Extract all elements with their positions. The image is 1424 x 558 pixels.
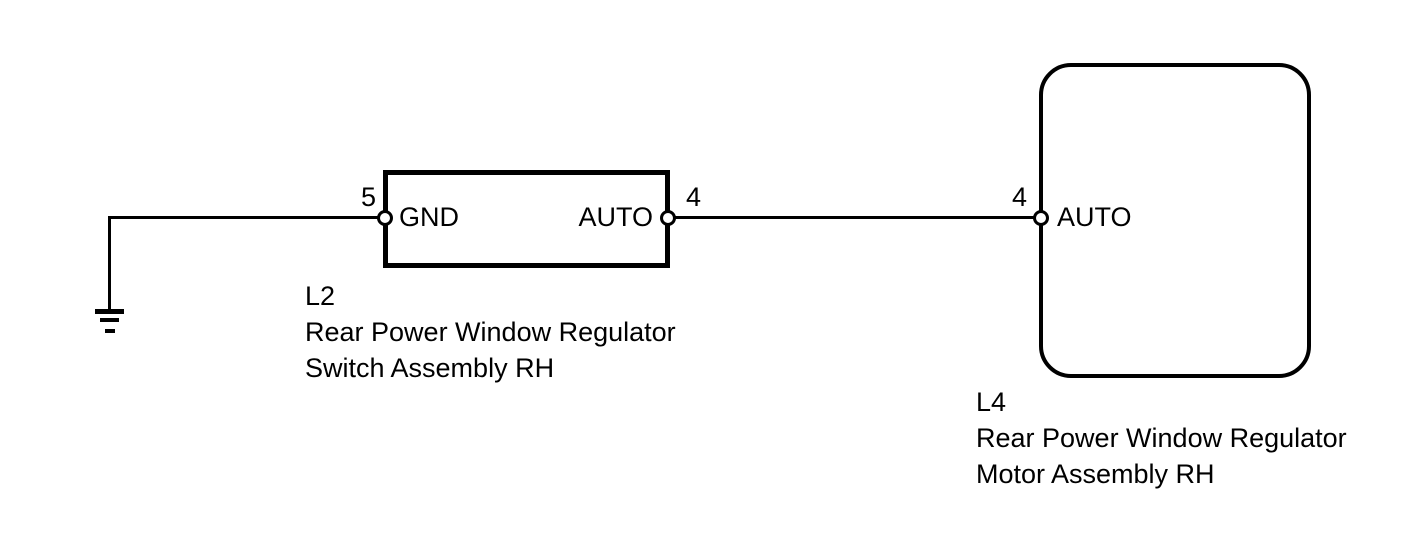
component-name-l2-line1: Rear Power Window Regulator bbox=[305, 317, 676, 347]
ground-bar-short bbox=[105, 329, 115, 333]
component-name-l4-line1: Rear Power Window Regulator bbox=[976, 423, 1347, 453]
pin-terminal-l4-auto bbox=[1033, 210, 1049, 226]
ground-bar-medium bbox=[100, 318, 119, 322]
pin-label-l2-auto: AUTO bbox=[578, 202, 653, 232]
component-code-l4: L4 bbox=[976, 387, 1007, 417]
ground-bar-long bbox=[95, 309, 124, 314]
wire-auto-connection bbox=[668, 216, 1041, 219]
pin-label-l4-auto: AUTO bbox=[1057, 202, 1132, 232]
pin-label-l2-gnd: GND bbox=[399, 202, 459, 232]
wire-ground-horizontal bbox=[109, 216, 386, 219]
pin-terminal-l2-auto bbox=[660, 210, 676, 226]
component-code-l2: L2 bbox=[305, 281, 336, 311]
component-caption-l4: L4 Rear Power Window Regulator Motor Ass… bbox=[976, 384, 1347, 492]
component-name-l4-line2: Motor Assembly RH bbox=[976, 459, 1215, 489]
pin-number-l2-auto: 4 bbox=[686, 182, 702, 212]
component-name-l2-line2: Switch Assembly RH bbox=[305, 353, 555, 383]
pin-number-l4-auto: 4 bbox=[1011, 182, 1027, 212]
component-caption-l2: L2 Rear Power Window Regulator Switch As… bbox=[305, 278, 676, 386]
pin-number-l2-gnd: 5 bbox=[360, 182, 376, 212]
pin-terminal-l2-gnd bbox=[377, 210, 393, 226]
wire-ground-vertical bbox=[108, 216, 111, 311]
